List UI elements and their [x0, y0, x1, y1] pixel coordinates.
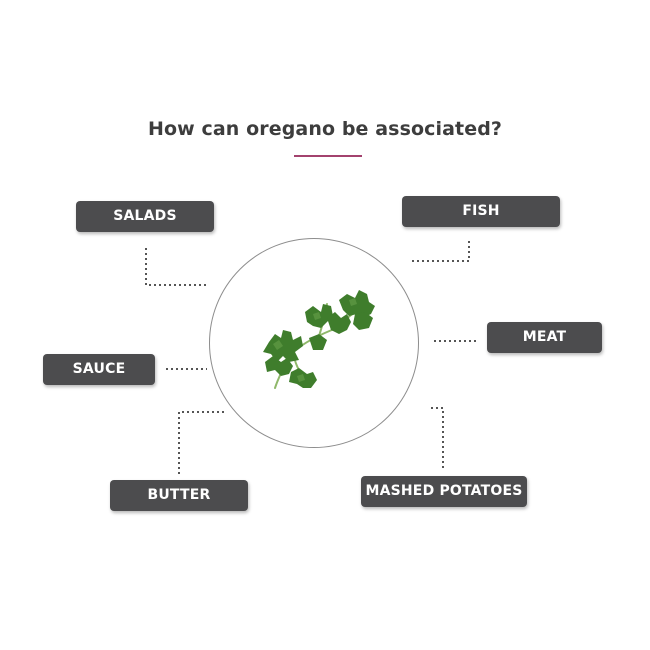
connector-mashed-potatoes	[428, 407, 444, 468]
label-mashed-potatoes: MASHED POTATOES	[361, 476, 527, 507]
label-sauce: SAUCE	[43, 354, 155, 385]
label-fish: FISH	[402, 196, 560, 227]
title-underline	[294, 155, 362, 157]
connector-fish	[410, 241, 470, 262]
label-meat: MEAT	[487, 322, 602, 353]
oregano-leaves-icon	[263, 290, 375, 389]
label-butter: BUTTER	[110, 480, 248, 511]
connector-butter	[178, 411, 226, 474]
connector-salads	[145, 248, 208, 286]
label-salads: SALADS	[76, 201, 214, 232]
diagram-title: How can oregano be associated?	[147, 118, 503, 140]
